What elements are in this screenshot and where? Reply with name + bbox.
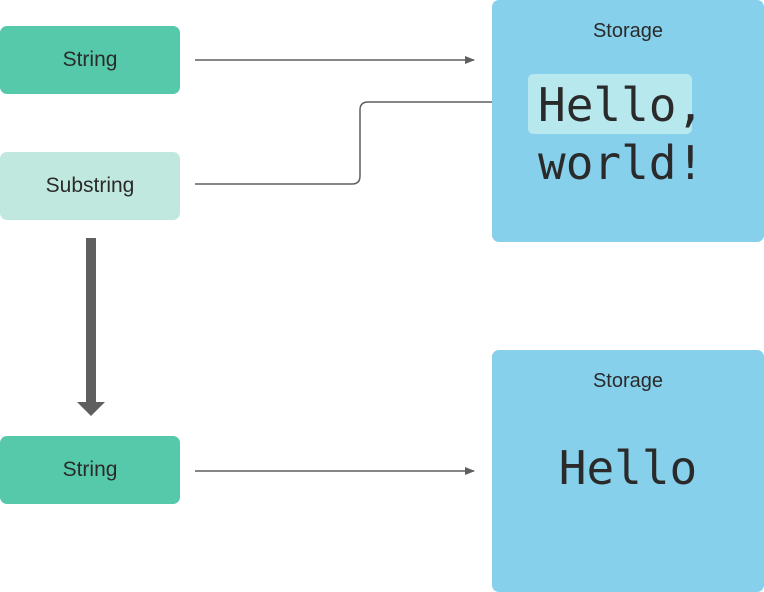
- storage-top-comma: ,: [676, 78, 705, 132]
- string-node-bottom-label: String: [62, 458, 118, 481]
- substring-node-label: Substring: [45, 174, 135, 197]
- storage-bottom-label: Storage: [592, 370, 664, 392]
- storage-bottom-text: Hello: [558, 441, 698, 495]
- string-node-bottom: String: [0, 436, 180, 504]
- substring-highlight: [528, 74, 692, 134]
- string-node-top: String: [0, 26, 180, 94]
- arrow-substring-to-hello: [195, 98, 515, 185]
- storage-top-line1: Hello,: [538, 78, 704, 132]
- storage-top: Storage Hello, world!: [492, 0, 764, 242]
- string-node-top-label: String: [62, 48, 118, 71]
- storage-top-hello: Hello: [538, 78, 677, 132]
- storage-bottom: Storage Hello: [492, 350, 764, 592]
- conversion-arrow-shaft: [86, 238, 96, 404]
- storage-top-label: Storage: [592, 20, 664, 42]
- storage-top-line2: world!: [538, 136, 705, 190]
- conversion-arrow-head: [77, 402, 105, 416]
- substring-node: Substring: [0, 152, 180, 220]
